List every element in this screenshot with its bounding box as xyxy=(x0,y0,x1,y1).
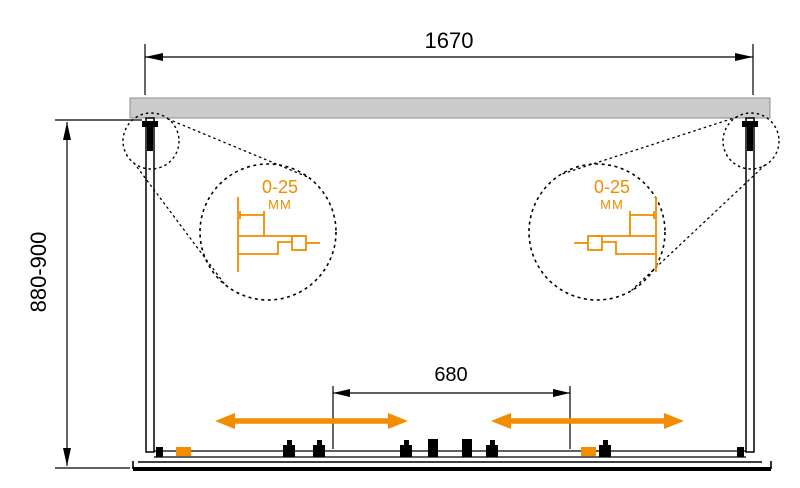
left-adjustment-profile xyxy=(237,197,320,272)
rail-hardware xyxy=(156,439,744,457)
center-stopper-right xyxy=(462,439,472,457)
roller xyxy=(400,440,412,457)
wall-profile-bar xyxy=(129,97,771,119)
left-adjustment-unit: ММ xyxy=(268,197,292,212)
dim-arrow-right xyxy=(553,389,570,397)
door-opening-dimension: 680 xyxy=(332,364,571,449)
callout-leaders xyxy=(133,116,766,291)
width-dimension: 1670 xyxy=(144,28,754,95)
left-adjustment-range: 0-25 xyxy=(262,177,298,197)
rail-end-cap-left xyxy=(156,447,163,457)
dim-arrow-up xyxy=(63,122,71,140)
height-label: 880-900 xyxy=(26,232,51,313)
left-slide-arrow xyxy=(215,413,408,429)
center-stopper-left xyxy=(428,439,438,457)
right-detail-circle xyxy=(528,163,666,301)
right-wall-profile xyxy=(745,117,755,453)
right-fixing-callout-circle xyxy=(722,112,780,170)
right-adjustment-range: 0-25 xyxy=(594,177,630,197)
height-dimension: 880-900 xyxy=(26,119,142,469)
left-detail-circle xyxy=(199,163,337,301)
right-adjuster-clip xyxy=(581,447,596,456)
arrow-head-left xyxy=(491,413,511,429)
dim-arrow-left xyxy=(333,389,350,397)
arrow-head-right xyxy=(388,413,408,429)
dim-arrow-right xyxy=(735,53,753,61)
dim-arrow-left xyxy=(145,53,163,61)
right-adjustment-unit: ММ xyxy=(600,197,624,212)
dim-arrow-down xyxy=(63,448,71,466)
rail-end-cap-right xyxy=(737,447,744,457)
roller xyxy=(486,440,498,457)
width-label: 1670 xyxy=(425,28,474,53)
roller xyxy=(599,440,611,457)
left-bracket-stem xyxy=(147,121,153,151)
right-bracket-stem xyxy=(747,121,753,151)
arrow-head-left xyxy=(215,413,235,429)
arrow-head-right xyxy=(664,413,684,429)
right-slide-arrow xyxy=(491,413,684,429)
bottom-rail xyxy=(132,450,772,471)
roller xyxy=(313,440,325,457)
left-adjuster-clip xyxy=(176,447,191,456)
left-wall-profile xyxy=(145,117,155,453)
left-fixing-callout-circle xyxy=(122,112,180,170)
door-opening-label: 680 xyxy=(434,364,467,386)
roller xyxy=(283,440,295,457)
enclosure-frame xyxy=(142,117,758,453)
